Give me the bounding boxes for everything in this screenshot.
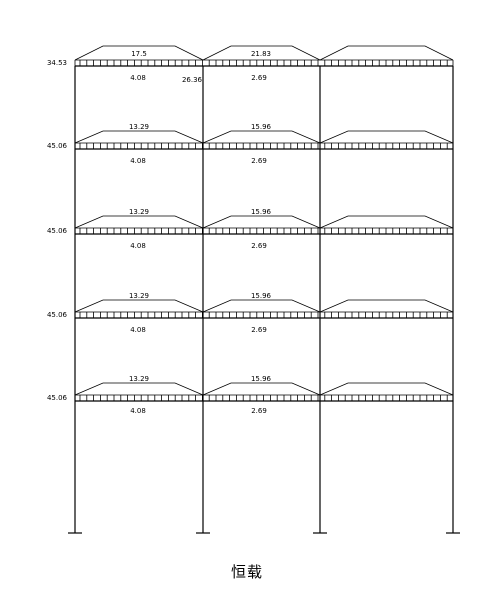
trapezoid-load-floor-3-bay-3 <box>319 215 454 229</box>
uniform-load-label: 2.69 <box>251 157 267 165</box>
trapezoid-load-floor-3-bay-2 <box>202 215 321 229</box>
trapezoid-load-floor-1-bay-1 <box>74 45 204 61</box>
trapezoid-load-floor-4-bay-1 <box>74 299 204 313</box>
trapezoid-load-label: 13.29 <box>129 292 149 300</box>
trapezoid-load-floor-2-bay-1 <box>74 130 204 144</box>
uniform-load-label: 2.69 <box>251 242 267 250</box>
trapezoid-load-label: 21.83 <box>251 50 271 58</box>
node-load-label: 34.53 <box>47 59 67 67</box>
trapezoid-load-floor-4-bay-2 <box>202 299 321 313</box>
trapezoid-load-label: 15.96 <box>251 292 272 300</box>
node-load-label: 45.06 <box>47 311 68 319</box>
node-load-label: 45.06 <box>47 394 68 402</box>
uniform-load-label: 4.08 <box>130 326 146 334</box>
uniform-load-label: 2.69 <box>251 74 267 82</box>
trapezoid-load-floor-5-bay-2 <box>202 382 321 396</box>
node-load-label: 45.06 <box>47 227 68 235</box>
trapezoid-load-floor-4-bay-3 <box>319 299 454 313</box>
trapezoid-load-floor-5-bay-3 <box>319 382 454 396</box>
trapezoid-load-label: 13.29 <box>129 123 149 131</box>
trapezoid-load-label: 15.96 <box>251 375 272 383</box>
end-load-label: 26.36 <box>182 76 203 84</box>
uniform-load-label: 2.69 <box>251 407 267 415</box>
node-load-label: 45.06 <box>47 142 68 150</box>
trapezoid-load-label: 15.96 <box>251 123 272 131</box>
trapezoid-load-floor-5-bay-1 <box>74 382 204 396</box>
trapezoid-load-floor-3-bay-1 <box>74 215 204 229</box>
trapezoid-load-label: 13.29 <box>129 375 149 383</box>
uniform-load-label: 4.08 <box>130 74 146 82</box>
trapezoid-load-floor-2-bay-2 <box>202 130 321 144</box>
trapezoid-load-floor-2-bay-3 <box>319 130 454 144</box>
uniform-load-label: 2.69 <box>251 326 267 334</box>
trapezoid-load-label: 17.5 <box>131 50 147 58</box>
uniform-load-label: 4.08 <box>130 157 146 165</box>
diagram-title: 恒载 <box>230 563 263 581</box>
uniform-load-label: 4.08 <box>130 407 146 415</box>
trapezoid-load-floor-1-bay-2 <box>202 45 321 61</box>
uniform-load-label: 4.08 <box>130 242 146 250</box>
trapezoid-load-label: 13.29 <box>129 208 149 216</box>
trapezoid-load-floor-1-bay-3 <box>319 45 454 61</box>
trapezoid-load-label: 15.96 <box>251 208 272 216</box>
